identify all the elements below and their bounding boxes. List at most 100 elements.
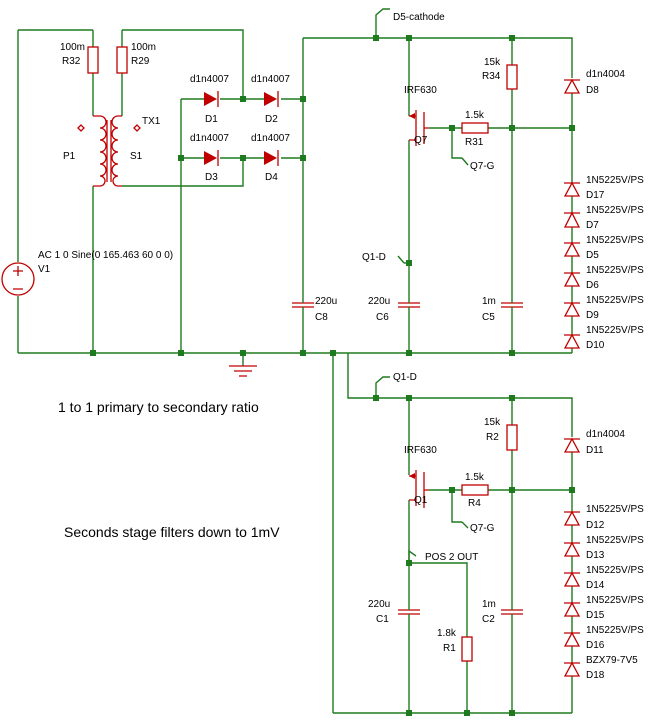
component-labels: 100m R32 100m R29 TX1 P1 S1 d1n4007 D1 d… — [38, 12, 644, 681]
diode-d7 — [563, 211, 581, 228]
q7-value: IRF630 — [404, 85, 437, 96]
diode-d17 — [563, 181, 581, 197]
p1-ref: P1 — [63, 151, 76, 162]
junction-nodes — [90, 35, 575, 716]
d1-ref: D1 — [205, 114, 218, 125]
diode-d14 — [563, 571, 581, 587]
transformer-tx1 — [77, 115, 141, 187]
d3-ref: D3 — [205, 172, 218, 183]
r1-value: 1.8k — [437, 628, 457, 639]
q7-g-tag-lower: Q7-G — [470, 523, 495, 534]
d15-value: 1N5225V/PS — [586, 595, 644, 606]
q1-d-tag-lower: Q1-D — [393, 372, 417, 383]
d10-ref: D10 — [586, 340, 605, 351]
d4-ref: D4 — [265, 172, 278, 183]
s1-ref: S1 — [130, 151, 143, 162]
r31-ref: R31 — [465, 137, 484, 148]
d18-value: BZX79-7V5 — [586, 655, 638, 666]
q1-value: IRF630 — [404, 445, 437, 456]
q1-d-tag-mid: Q1-D — [362, 252, 386, 263]
d11-value: d1n4004 — [586, 429, 625, 440]
resistor-r32 — [87, 46, 99, 74]
d5-value: 1N5225V/PS — [586, 235, 644, 246]
q7-g-tag-upper: Q7-G — [470, 161, 495, 172]
c2-value: 1m — [482, 599, 496, 610]
d7-ref: D7 — [586, 220, 599, 231]
tx1-ref: TX1 — [142, 116, 161, 127]
diode-d3 — [204, 150, 219, 166]
c6-value: 220u — [368, 296, 390, 307]
d17-ref: D17 — [586, 190, 605, 201]
d3-value: d1n4007 — [190, 133, 229, 144]
diode-d12 — [563, 510, 581, 526]
capacitor-c6 — [398, 292, 420, 316]
diode-d10 — [563, 333, 581, 349]
r29-value: 100m — [131, 42, 156, 53]
r4-ref: R4 — [468, 498, 481, 509]
diode-d15 — [563, 601, 581, 617]
d8-value: d1n4004 — [586, 69, 625, 80]
d12-value: 1N5225V/PS — [586, 504, 644, 515]
r34-ref: R34 — [482, 71, 501, 82]
resistor-r1 — [461, 636, 473, 662]
resistor-r4 — [461, 484, 489, 496]
d16-ref: D16 — [586, 640, 605, 651]
d6-value: 1N5225V/PS — [586, 265, 644, 276]
diode-d4 — [264, 150, 279, 166]
wires — [17, 8, 573, 714]
d18-ref: D18 — [586, 670, 605, 681]
c8-value: 220u — [315, 296, 337, 307]
c2-ref: C2 — [482, 614, 495, 625]
pos-2-out-tag: POS 2 OUT — [425, 552, 478, 563]
c1-value: 220u — [368, 599, 390, 610]
diode-d5 — [563, 241, 581, 257]
r34-value: 15k — [484, 57, 501, 68]
capacitor-c2 — [501, 600, 523, 624]
diode-d1 — [204, 91, 219, 107]
r29-ref: R29 — [131, 56, 150, 67]
r2-value: 15k — [484, 417, 501, 428]
d2-value: d1n4007 — [251, 74, 290, 85]
diode-d16 — [563, 631, 581, 647]
r1-ref: R1 — [443, 643, 456, 654]
c8-ref: C8 — [315, 312, 328, 323]
d13-value: 1N5225V/PS — [586, 535, 644, 546]
diode-d6 — [563, 271, 581, 287]
r32-ref: R32 — [62, 56, 81, 67]
resistor-r34 — [506, 64, 518, 90]
d16-value: 1N5225V/PS — [586, 625, 644, 636]
r4-value: 1.5k — [465, 472, 485, 483]
d9-value: 1N5225V/PS — [586, 295, 644, 306]
diode-d13 — [563, 541, 581, 557]
c5-value: 1m — [482, 296, 496, 307]
d15-ref: D15 — [586, 610, 605, 621]
d6-ref: D6 — [586, 280, 599, 291]
resistor-r2 — [506, 424, 518, 451]
diode-d2 — [264, 91, 279, 107]
r32-value: 100m — [60, 42, 85, 53]
c5-ref: C5 — [482, 312, 495, 323]
q7-ref: Q7 — [414, 135, 428, 146]
d9-ref: D9 — [586, 310, 599, 321]
d8-ref: D8 — [586, 85, 599, 96]
mosfet-q7 — [409, 110, 429, 146]
diode-d11 — [563, 437, 581, 453]
capacitor-c1 — [398, 600, 420, 624]
d13-ref: D13 — [586, 550, 605, 561]
r2-ref: R2 — [486, 432, 499, 443]
d14-ref: D14 — [586, 580, 605, 591]
d2-ref: D2 — [265, 114, 278, 125]
d7-value: 1N5225V/PS — [586, 205, 644, 216]
filter-note: Seconds stage filters down to 1mV — [64, 524, 280, 540]
d11-ref: D11 — [586, 445, 604, 456]
d5-ref: D5 — [586, 250, 599, 261]
c6-ref: C6 — [376, 312, 389, 323]
q1-ref: Q1 — [414, 495, 428, 506]
capacitor-c5 — [501, 292, 523, 316]
d10-value: 1N5225V/PS — [586, 325, 644, 336]
d4-value: d1n4007 — [251, 133, 290, 144]
voltage-source-v1 — [1, 262, 35, 296]
c1-ref: C1 — [376, 614, 389, 625]
ground-icon — [229, 365, 257, 377]
